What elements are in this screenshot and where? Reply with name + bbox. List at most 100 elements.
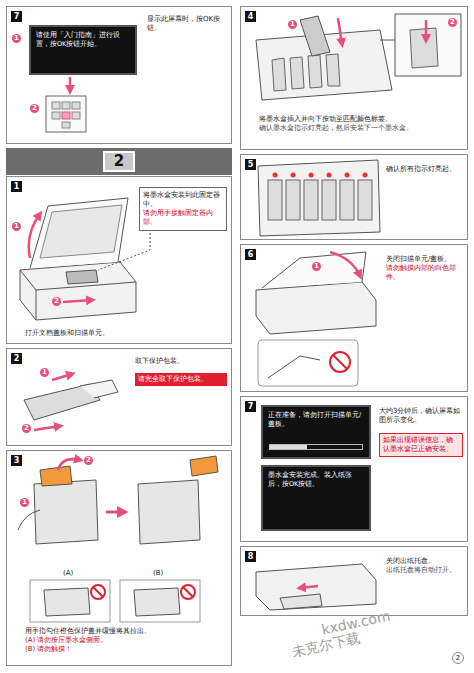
lamp-figure [258,160,380,236]
keypad-figure [52,112,60,119]
caption-block: 打开文档盖板和扫描单元。 [25,329,229,338]
step-panel: 1 打开文档盖板和扫描单元。 将墨水盒安装到此固定器中。请勿用手接触固定器内部。 [6,176,232,344]
step-caption: 显示此屏幕时，按OK按钮。 [147,15,229,33]
step-panel: 2取下保护包装。请完全取下保护包装。 [6,348,232,446]
lamp-figure [327,173,332,178]
tray-figure [256,564,376,610]
printer-figure [29,214,40,258]
tray-figure [256,564,376,610]
close-cover-figure [258,340,358,386]
step-number: 4 [245,11,256,22]
printer-figure [20,270,136,320]
close-cover-figure [330,252,360,276]
caption-block: 关闭扫描单元/盖板。请勿触摸内部的白色部件。 [386,255,464,282]
page-number: 2 [452,652,464,664]
tray-figure [280,594,322,609]
cap-removal-figure [40,466,72,486]
cap-removal-figure [18,510,40,530]
callout-number: 1 [312,262,321,271]
step-number: 5 [245,159,256,170]
callout-number: 2 [22,424,31,433]
cartridge-figure [52,374,72,380]
install-figure [395,14,461,76]
section-band: 2 [6,148,232,175]
warning-note: 如果出现错误信息，确认墨水盒已正确安装。 [379,433,463,457]
keypad-figure [69,77,72,91]
progress-fill [270,445,307,449]
note-text: 请勿用手接触固定器内部。 [143,209,223,227]
cartridge-figure [80,380,118,398]
printer-figure [20,262,136,320]
step-number: 1 [11,181,22,192]
step-number: 7 [245,401,256,412]
callout-number: 2 [52,297,61,306]
step-caption: 关闭出纸托盘。 [386,557,464,566]
cartridge-figure [24,374,118,430]
lamp-figure [309,173,314,178]
step-panel: 4 将墨水盒插入并向下按动至匹配颜色标签。确认墨水盒指示灯亮起，然后安装下一个墨水… [240,6,468,150]
step-panel: 6关闭扫描单元/盖板。请勿触摸内部的白色部件。 [240,244,468,392]
lamp-figure [345,173,350,178]
close-cover-figure [330,352,350,372]
close-cover-figure [333,355,347,369]
section-number: 2 [103,151,135,172]
keypad-figure [46,96,86,132]
cap-removal-figure [106,511,124,514]
note-text: 将墨水盒安装到此固定器中。 [143,191,223,209]
callout-number: 1 [288,20,297,29]
step-panel: 8 关闭出纸托盘。出纸托盘将自动打开。 [240,546,468,616]
keypad-figure [52,102,60,109]
step-caption: 确认所有指示灯亮起。 [386,165,464,174]
step-panel: 7 大约3分钟后，确认屏幕如图所示变化。如果出现错误信息，确认墨水盒已正确安装。 正… [240,396,468,542]
note-text: 如果出现错误信息，确认墨水盒已正确安装。 [383,436,459,454]
cap-removal-figure [91,585,105,599]
caption-block: 显示此屏幕时，按OK按钮。 [147,15,229,33]
lamp-figure [268,180,282,220]
cartridge-figure [34,426,60,430]
step-caption: 打开文档盖板和扫描单元。 [25,329,229,338]
caption-block: 确认所有指示灯亮起。 [386,165,464,174]
lamp-figure [363,173,368,178]
install-figure [425,20,428,40]
close-cover-figure [262,252,366,288]
lamp-figure [322,180,336,220]
printer-figure [66,270,98,284]
install-figure [380,40,395,41]
close-cover-figure [268,356,320,378]
callout-number: 1 [12,222,21,231]
lamp-figure [340,180,354,220]
step-caption: 出纸托盘将自动打开。 [386,566,464,574]
step-caption: 确认墨水盒指示灯亮起，然后安装下一个墨水盒。 [259,124,463,132]
keypad-figure [72,112,80,119]
cap-removal-figure [138,480,200,544]
cap-removal-figure [190,456,218,476]
caption-block: 关闭出纸托盘。出纸托盘将自动打开。 [386,557,464,575]
cap-removal-figure [183,587,193,597]
screen-text: 正在准备，请勿打开扫描单元/盖板。 [268,411,364,429]
keypad-figure [62,102,70,109]
lcd-screen: 请使用「入门指南」进行设置，按OK按钮开始。 [29,25,137,75]
printer-figure [98,233,150,270]
lcd-screen: 正在准备，请勿打开扫描单元/盖板。 [261,405,371,459]
callout-number: 2 [84,456,93,465]
cap-removal-figure [18,456,218,622]
close-cover-figure [256,252,376,386]
install-figure [300,16,330,56]
install-figure [272,54,340,91]
install-figure [338,18,342,44]
step-panel: 3用手指勾住橙色保护盖并缓慢将其拉出。(A) 请勿按压墨水盒侧面。(B) 请勿触… [6,450,232,666]
lamp-figure [286,180,300,220]
step-number: 8 [245,551,256,562]
figure-label: (A) [62,569,74,578]
step-caption: 用手指勾住橙色保护盖并缓慢将其拉出。 [25,627,229,636]
printer-figure [40,205,122,258]
cap-removal-figure [120,580,200,622]
step-caption: 将墨水盒插入并向下按动至匹配颜色标签。 [259,115,463,124]
keypad-figure [62,112,70,119]
step-caption: 大约3分钟后，确认屏幕如图所示变化。 [379,407,463,425]
close-cover-figure [256,282,376,334]
figure-label: (B) [152,569,164,578]
step-number: 2 [11,353,22,364]
cap-removal-figure [93,587,103,597]
caption-block: 取下保护包装。 [135,357,227,366]
